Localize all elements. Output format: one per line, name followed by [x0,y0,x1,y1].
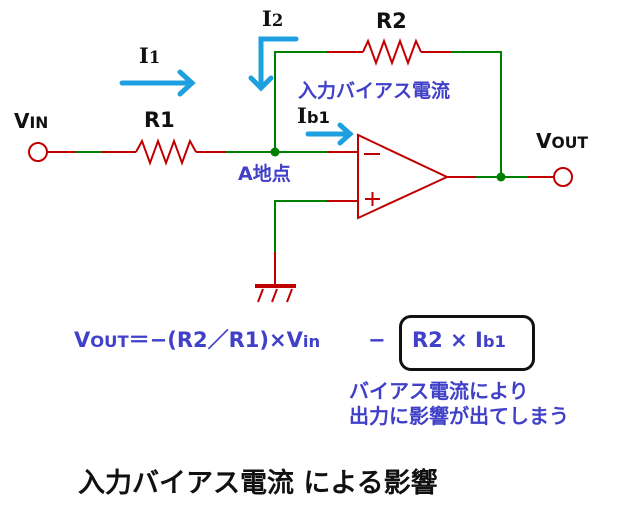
formula-lhs-sub: OUT [90,332,129,351]
formula-lhs-main: V [74,328,91,352]
note-line-2: 出力に影響が出てしまう [349,404,569,428]
i1-label-main: I [139,43,149,68]
formula-minus: − [368,328,386,352]
note-line-1: バイアス電流により [349,379,529,403]
resistor-r1 [135,138,197,166]
vin-label: VIN [14,111,48,132]
resistor-r2 [362,38,422,66]
i1-label: I1 [139,45,160,66]
formula-vin-sub: in [302,332,321,351]
opamp-triangle [357,133,450,220]
vin-terminal [28,142,48,162]
vout-label-main: V [536,129,552,153]
formula-boxed-sub: b1 [482,332,506,351]
ib1-label-main: I [297,103,307,128]
wire-noninv-green [274,200,327,252]
r1-label: R1 [144,108,175,132]
formula-rhs: ＝−(R2／R1)×V [128,328,303,352]
vin-label-main: V [14,109,30,133]
ground-hatch-1 [257,288,264,303]
formula-boxed-main: R2 × I [412,328,483,352]
node-a-label: A地点 [238,163,291,185]
vout-label-sub: OUT [551,134,589,152]
vin-label-sub: IN [29,114,49,132]
arrow-i1-icon [119,69,196,97]
junction-node-a [270,147,280,157]
i2-label: I2 [262,8,283,29]
arrow-i2-icon [248,36,299,92]
i2-label-main: I [262,6,272,31]
i2-label-sub: 2 [271,11,284,30]
vout-terminal [553,167,573,187]
ground-hatch-3 [286,288,293,303]
bias-current-label: 入力バイアス電流 [298,80,451,102]
formula: VOUT＝−(R2／R1)×Vin [74,330,320,351]
formula-highlight-box [399,315,535,371]
ib1-label-sub: b1 [306,108,330,127]
junction-output [496,172,506,182]
wire-feedback-right [451,51,502,177]
ib1-label: Ib1 [297,105,330,126]
wire-feedback-left [274,51,327,152]
arrow-ib1-icon [305,122,354,146]
vout-label: VOUT [536,131,588,152]
ground-hatch-2 [271,288,278,303]
r2-label: R2 [376,9,407,33]
i1-label-sub: 1 [148,48,161,67]
diagram-title: 入力バイアス電流 による影響 [78,468,438,499]
formula-boxed-term: R2 × Ib1 [412,330,506,351]
